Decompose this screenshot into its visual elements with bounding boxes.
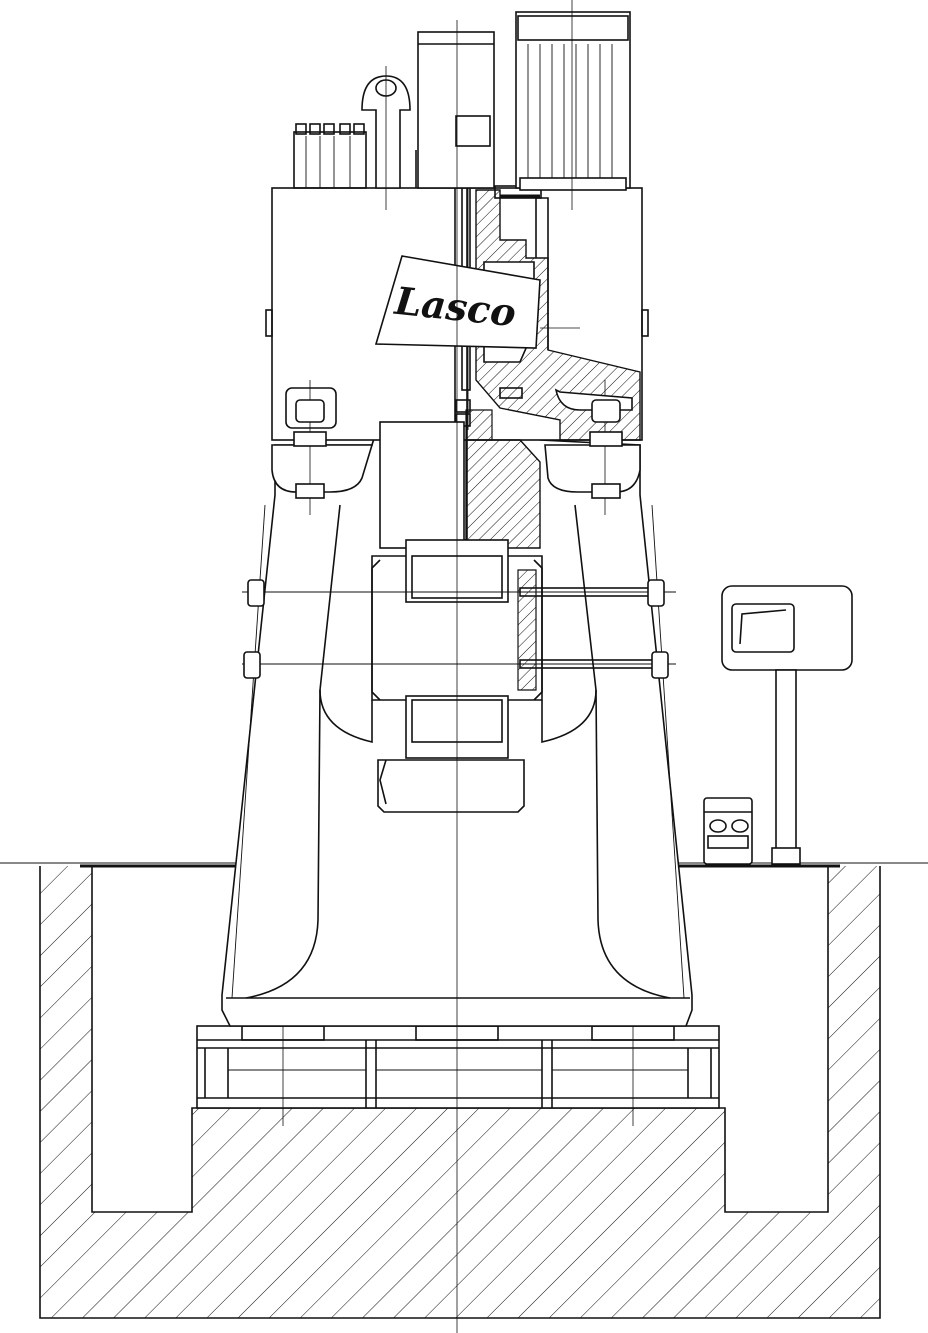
valve-stack bbox=[293, 66, 411, 210]
foot-pedal-icon bbox=[703, 797, 753, 865]
tie-rods bbox=[242, 579, 676, 679]
crown-bolts bbox=[293, 399, 623, 499]
press-base-beams bbox=[196, 1012, 720, 1126]
control-panel-icon bbox=[721, 585, 853, 865]
electric-motor-icon bbox=[515, 0, 631, 210]
lasco-logo: Lasco bbox=[374, 255, 541, 349]
top-drive-housing bbox=[415, 31, 540, 198]
